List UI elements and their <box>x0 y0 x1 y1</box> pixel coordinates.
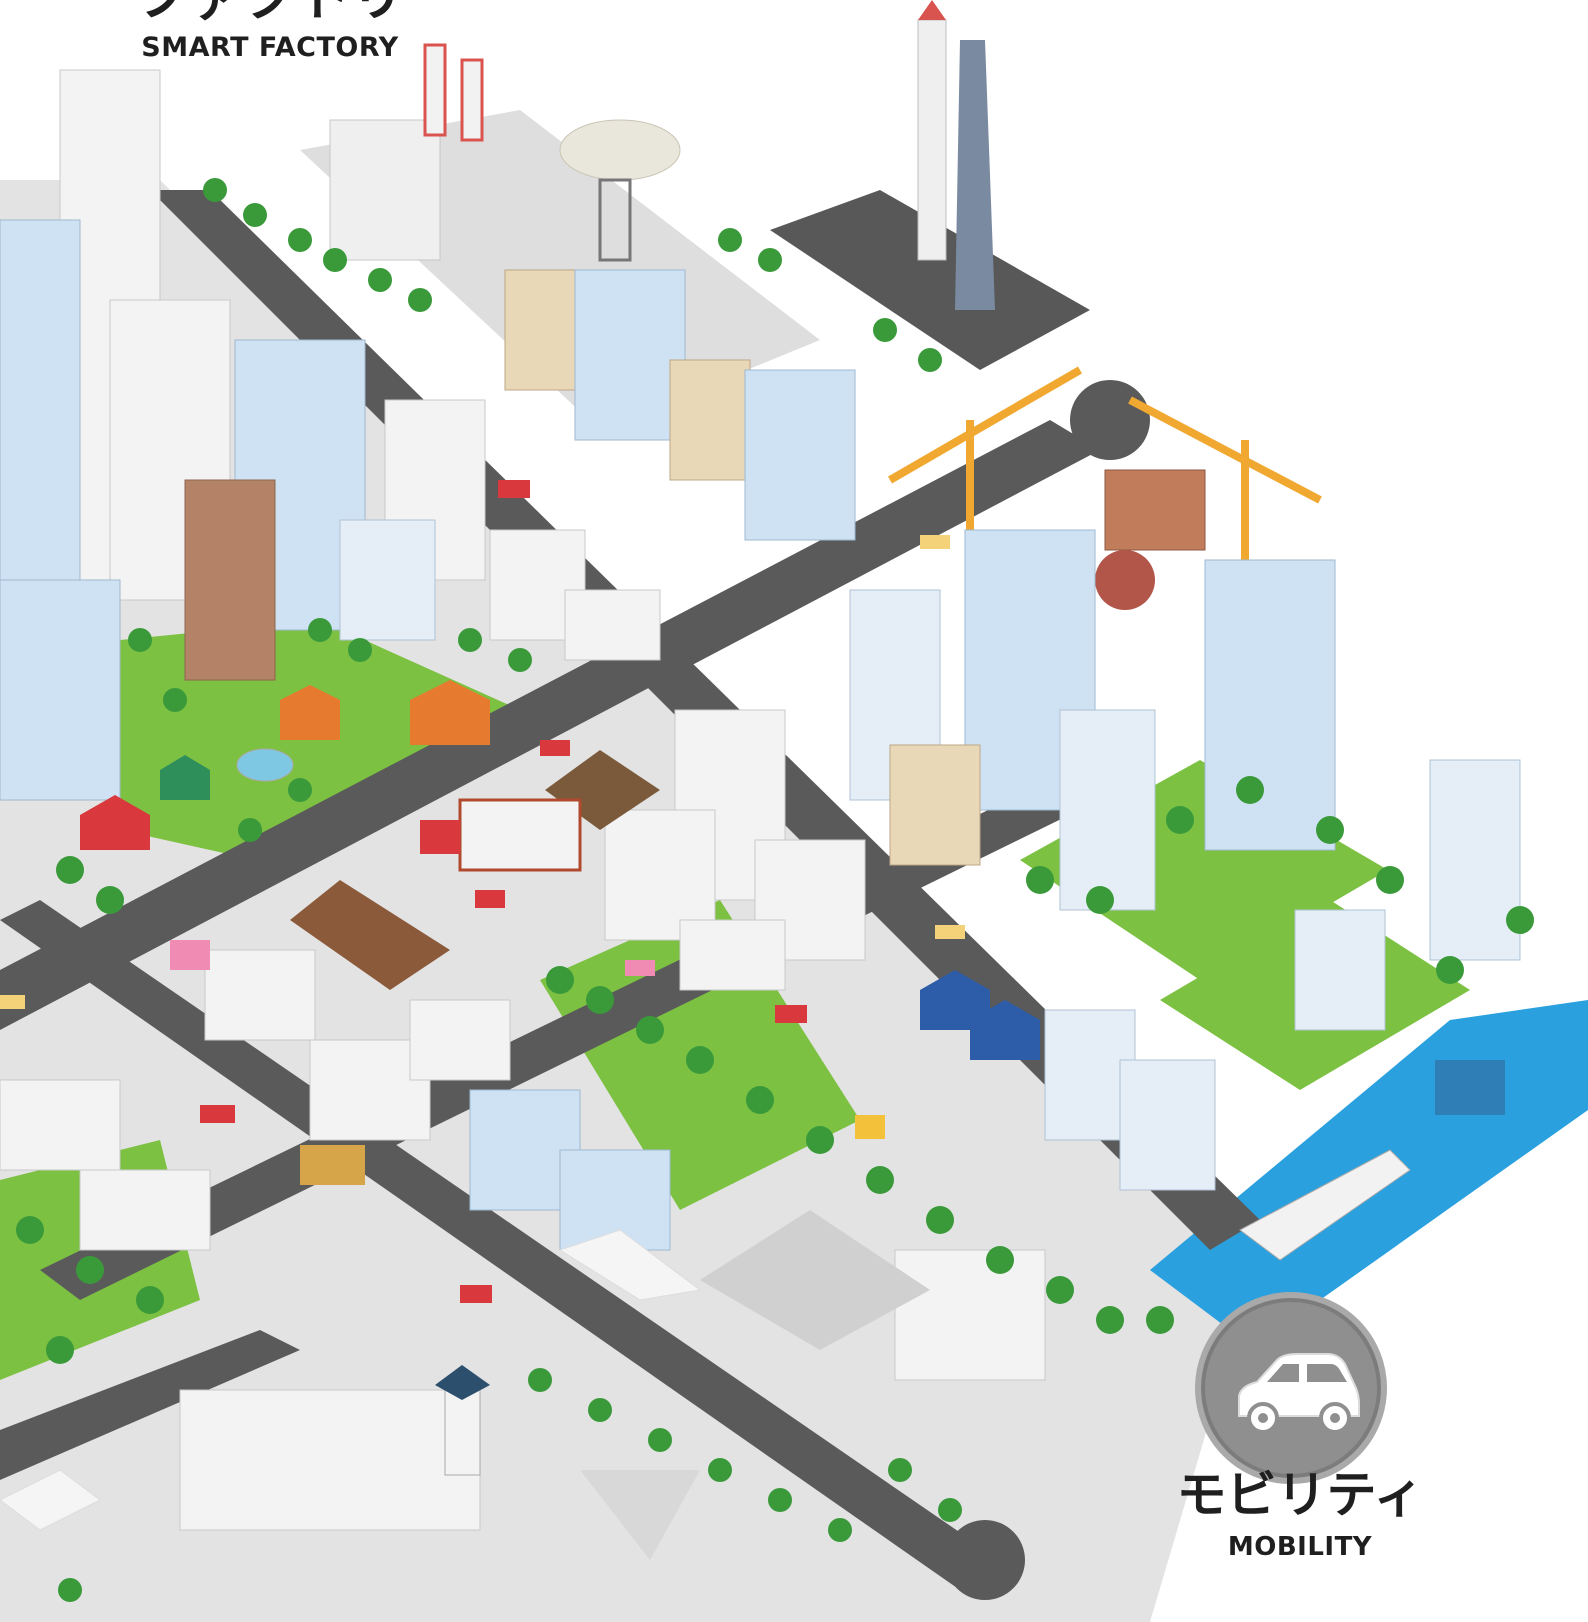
tower-east-2 <box>1429 759 1521 961</box>
house-green-roof <box>160 755 210 800</box>
red-car-2 <box>540 740 570 756</box>
rocket-nose <box>918 0 946 20</box>
taxi-2 <box>935 925 965 939</box>
smart-factory-label-jp: ファクトリ <box>120 0 420 24</box>
office-center-5 <box>679 919 786 991</box>
building-south-3 <box>409 999 511 1081</box>
airplane-gate <box>0 1469 101 1531</box>
office-center-2 <box>604 809 716 941</box>
crane-1-jib <box>887 366 1083 484</box>
red-car-5 <box>200 1105 235 1123</box>
factory-chimney-1 <box>423 43 447 137</box>
water-tower <box>1095 550 1155 610</box>
house-blue-roof-2 <box>970 1000 1040 1060</box>
red-car-1 <box>498 480 530 498</box>
farm-field <box>290 880 450 990</box>
road-south-diagonal <box>0 900 1000 1590</box>
mobility-label-jp: モビリティ <box>1176 1466 1424 1524</box>
airport-terminal <box>179 1389 481 1531</box>
crane-2-jib <box>1128 396 1322 504</box>
house-orange-roof-1 <box>280 685 340 740</box>
control-tower-cab <box>435 1365 490 1400</box>
road-roundabout <box>1070 380 1150 460</box>
red-car-4 <box>775 1005 807 1023</box>
airplane-shadow <box>580 1470 700 1560</box>
building-south-1 <box>204 949 316 1041</box>
taxi-3 <box>0 995 25 1009</box>
launch-pad <box>770 190 1090 370</box>
building-east-3 <box>1294 909 1386 1031</box>
office-2 <box>339 519 436 641</box>
red-car-3 <box>475 890 505 908</box>
taxi-1 <box>920 535 950 549</box>
tower-brick <box>184 479 276 681</box>
warehouse-red-roof <box>458 798 582 872</box>
car-icon <box>1238 1353 1360 1434</box>
house-blue-roof-1 <box>920 970 990 1030</box>
control-tower <box>444 1384 481 1476</box>
tower-center-3 <box>1059 709 1156 911</box>
yellow-van <box>855 1115 885 1139</box>
building-north-2 <box>574 269 686 441</box>
building-north-1 <box>504 269 576 391</box>
satellite-dish <box>559 119 681 181</box>
mobility-badge <box>1195 1292 1387 1484</box>
launch-tower <box>955 40 995 310</box>
road-airport <box>0 1330 300 1480</box>
factory-south <box>79 1169 211 1251</box>
smart-factory-label-en: SMART FACTORY <box>141 32 399 63</box>
factory-chimney-2 <box>460 58 484 142</box>
road-cross-1 <box>0 420 1100 1030</box>
factory-building <box>329 119 441 261</box>
mobility-label: モビリティ MOBILITY <box>1140 1470 1460 1562</box>
building-east-4 <box>894 1249 1046 1381</box>
building-east-2 <box>1119 1059 1216 1191</box>
road-roundabout-south <box>945 1520 1025 1600</box>
rocket-body <box>917 19 947 261</box>
brick-building-construction <box>1104 469 1206 551</box>
red-car-6 <box>460 1285 492 1303</box>
building-south-6 <box>0 1079 121 1171</box>
delivery-truck <box>300 1145 365 1185</box>
pink-car <box>625 960 655 976</box>
office-center-4 <box>889 744 981 866</box>
cargo-ship <box>1239 1149 1411 1261</box>
red-bus <box>420 820 460 854</box>
smart-factory-label: ファクトリ SMART FACTORY <box>120 0 420 63</box>
airplane-runway <box>558 1229 702 1301</box>
building-north-3 <box>669 359 751 481</box>
dam <box>1435 1060 1505 1115</box>
fountain <box>236 748 294 782</box>
park-west <box>120 620 520 870</box>
trees <box>16 178 1534 1602</box>
tower-west-2 <box>0 219 81 621</box>
house-orange-roof-2 <box>410 680 490 745</box>
house-red-roof <box>80 795 150 850</box>
tower-west-5 <box>0 579 121 801</box>
radar-tower <box>598 178 632 262</box>
tower-east-1 <box>1204 559 1336 851</box>
parking-lot <box>700 1210 930 1350</box>
office-4 <box>564 589 661 661</box>
mobility-label-en: MOBILITY <box>1227 1532 1373 1562</box>
pink-truck <box>170 940 210 970</box>
building-north-4 <box>744 369 856 541</box>
